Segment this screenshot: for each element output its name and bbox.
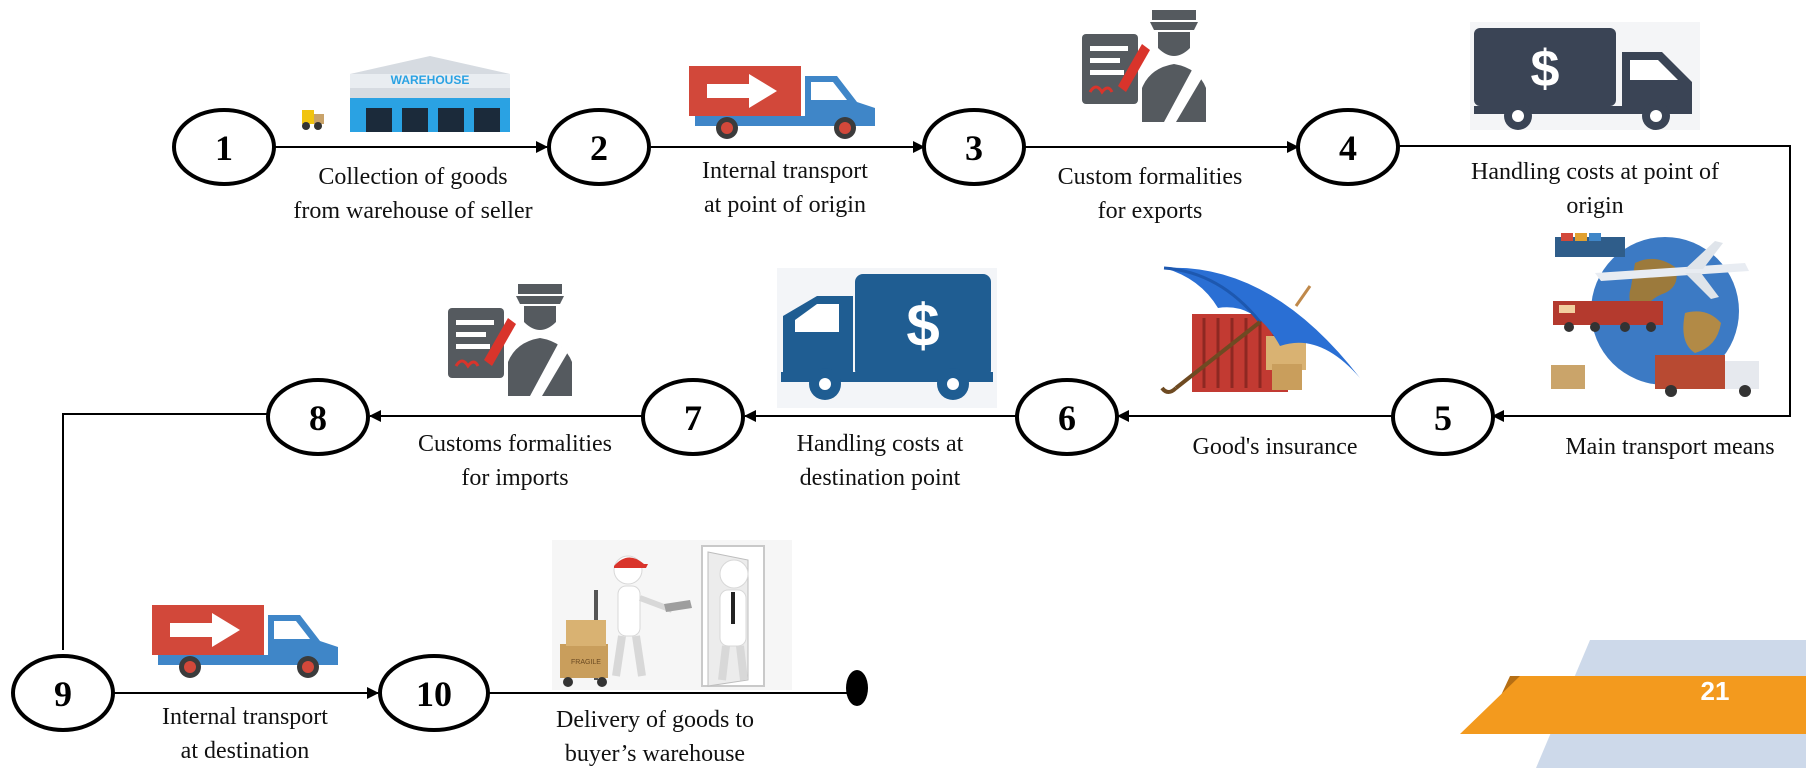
step-label-7: Handling costs at destination point (750, 427, 1010, 495)
parcel-label-text: FRAGILE (571, 659, 601, 666)
step-number-3: 3 (965, 128, 983, 168)
step-label-5-line-1: Main transport means (1565, 434, 1775, 460)
step-label-10: Delivery of goods to buyer’s warehouse (520, 703, 790, 771)
destination-truck-icon (152, 605, 338, 678)
customs-import-officer-icon (448, 284, 572, 396)
warehouse-icon: WAREHOUSE (302, 56, 510, 132)
step-circle-1 (172, 108, 276, 186)
step-label-8-line-1: Customs formalities (418, 431, 612, 457)
warehouse-sign-text: WAREHOUSE (391, 73, 470, 87)
step-label-3-line-1: Custom formalities (1057, 164, 1243, 190)
step-label-4-line-2: origin (1566, 193, 1624, 219)
delivery-handover-icon: FRAGILE (552, 540, 792, 690)
step-label-1: Collection of goods from warehouse of se… (263, 160, 563, 228)
step-circle-4 (1296, 108, 1400, 186)
step-label-7-line-1: Handling costs at (796, 431, 964, 457)
step-number-1: 1 (215, 128, 233, 168)
step-label-2-line-2: at point of origin (704, 192, 866, 218)
step-label-1-line-1: Collection of goods (318, 164, 508, 190)
end-terminator (846, 670, 868, 706)
step-label-8: Customs formalities for imports (390, 427, 640, 495)
step-circle-5 (1391, 378, 1495, 456)
step-number-5: 5 (1434, 398, 1452, 438)
step-label-9: Internal transport at destination (130, 700, 360, 768)
customs-officer-icon (1082, 10, 1206, 122)
step-label-1-line-2: from warehouse of seller (293, 198, 533, 224)
step-label-7-line-2: destination point (799, 465, 961, 491)
insurance-umbrella-icon (1160, 266, 1360, 394)
destination-handling-truck-icon: $ (777, 268, 997, 408)
dollar-sign-icon-2: $ (906, 292, 939, 359)
step-label-8-line-2: for imports (461, 465, 569, 491)
step-label-10-line-2: buyer’s warehouse (564, 741, 746, 767)
step-circle-9 (11, 654, 115, 732)
step-circle-6 (1015, 378, 1119, 456)
step-circle-8 (266, 378, 370, 456)
step-label-6-line-1: Good's insurance (1192, 434, 1358, 460)
step-label-3-line-2: for exports (1097, 198, 1203, 224)
step-number-6: 6 (1058, 398, 1076, 438)
step-number-9: 9 (54, 674, 72, 714)
step-label-10-line-1: Delivery of goods to (556, 707, 754, 733)
step-number-7: 7 (684, 398, 702, 438)
step-label-4: Handling costs at point of origin (1435, 155, 1755, 223)
step-label-5: Main transport means (1540, 430, 1800, 464)
step-number-8: 8 (309, 398, 327, 438)
globe-transport-icon (1551, 233, 1759, 397)
step-circle-3 (922, 108, 1026, 186)
step-label-2-line-1: Internal transport (702, 158, 868, 184)
dollar-sign-icon: $ (1531, 40, 1560, 98)
step-circle-2 (547, 108, 651, 186)
step-label-3: Custom formalities for exports (1015, 160, 1285, 228)
connector-8-9 (62, 413, 268, 650)
step-number-10: 10 (416, 674, 452, 714)
step-label-9-line-1: Internal transport (162, 704, 328, 730)
handling-costs-truck-icon: $ (1470, 22, 1700, 130)
page-number: 21 (1700, 676, 1730, 706)
step-circle-10 (378, 654, 490, 732)
step-label-6: Good's insurance (1150, 430, 1400, 464)
step-number-4: 4 (1339, 128, 1357, 168)
step-circle-7 (641, 378, 745, 456)
step-number-2: 2 (590, 128, 608, 168)
step-label-2: Internal transport at point of origin (650, 154, 920, 222)
delivery-truck-icon (689, 66, 875, 139)
connector-4-5 (1398, 145, 1791, 422)
step-label-4-line-1: Handling costs at point of (1471, 159, 1719, 185)
step-label-9-line-2: at destination (180, 738, 310, 764)
